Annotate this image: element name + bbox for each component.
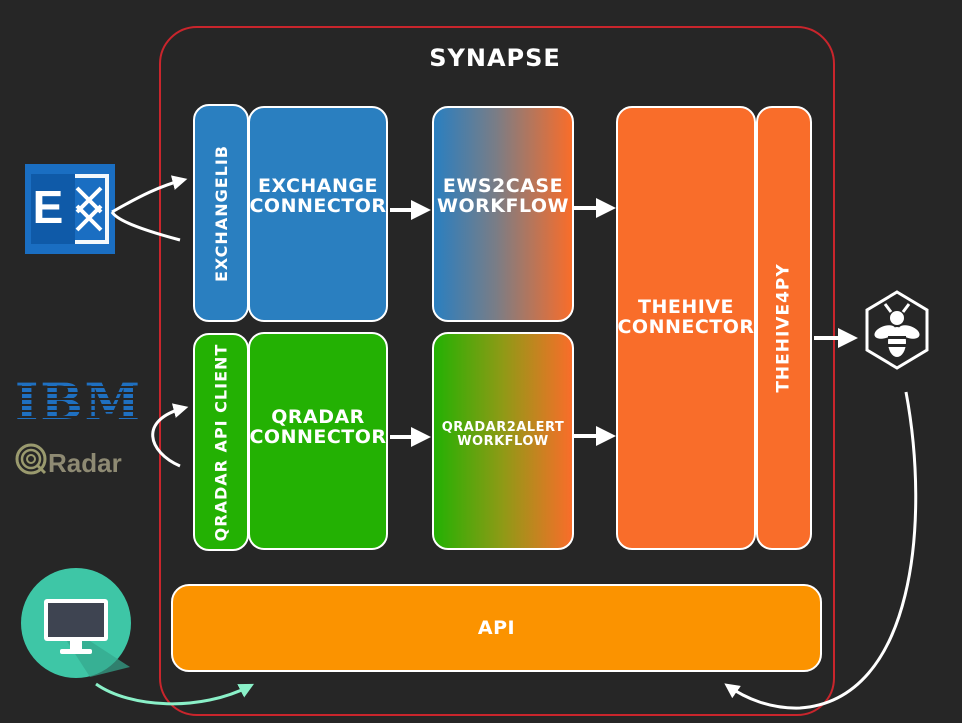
qradar-logo-text: Radar (48, 448, 122, 478)
ews2case-line1: EWS2CASE (442, 175, 564, 198)
thehive-connector-box: THEHIVE CONNECTOR (616, 106, 756, 550)
qradar-api-client-label: QRADAR API CLIENT (211, 343, 231, 541)
exchangelib-box: EXCHANGELIB (193, 104, 249, 322)
qradar2alert-workflow-box: QRADAR2ALERT WORKFLOW (432, 332, 574, 550)
api-label: API (477, 617, 516, 639)
ibm-logo-icon: IBM (15, 372, 143, 431)
thehive-connector-line1: THEHIVE (638, 296, 734, 319)
qradar-connector-line2: CONNECTOR (249, 426, 387, 448)
ews2case-workflow-box: EWS2CASE WORKFLOW (432, 106, 574, 322)
exchange-connector-line1: EXCHANGE (258, 175, 378, 198)
thehive-bee-icon (863, 290, 931, 370)
qradar-api-client-box: QRADAR API CLIENT (193, 333, 249, 551)
thehive4py-label: THEHIVE4PY (774, 263, 795, 393)
thehive4py-box: THEHIVE4PY (756, 106, 812, 550)
api-box: API (171, 584, 822, 672)
exchangelib-label: EXCHANGELIB (211, 144, 231, 282)
qradar2alert-line1: QRADAR2ALERT (441, 420, 565, 436)
synapse-title: SYNAPSE (429, 44, 561, 72)
qradar-logo-icon (15, 443, 47, 475)
exchange-logo-letter: E (32, 181, 64, 233)
exchange-connector-line2: CONNECTOR (249, 195, 387, 217)
qradar-connector-line1: QRADAR (271, 406, 365, 429)
exchange-logo-icon (25, 164, 115, 254)
qradar-connector-box: QRADAR CONNECTOR (248, 332, 388, 550)
exchange-connector-box: EXCHANGE CONNECTOR (248, 106, 388, 322)
qradar2alert-line2: WORKFLOW (457, 434, 549, 449)
ews2case-line2: WORKFLOW (437, 195, 569, 217)
monitor-icon (20, 567, 132, 679)
synapse-frame (159, 26, 835, 716)
thehive-connector-line2: CONNECTOR (617, 316, 755, 338)
